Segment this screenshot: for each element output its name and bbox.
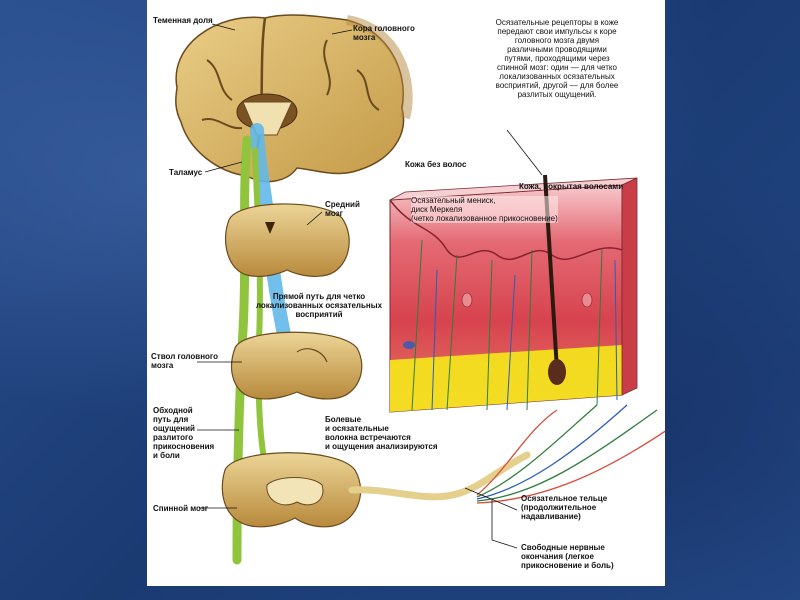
label-midbrain: Средний мозг [325, 200, 360, 218]
anatomy-illustration [175, 14, 665, 565]
intro-text: Осязательные рецепторы в коже передают с… [495, 18, 619, 99]
label-parietal-lobe: Теменная доля [153, 16, 213, 25]
label-hairy-skin: Кожа, покрытая волосами [519, 182, 624, 191]
label-free-endings: Свободные нервные окончания (легкое прик… [521, 543, 614, 570]
label-pain-fibers: Болевые и осязательные волокна встречают… [325, 415, 438, 451]
label-brainstem: Ствол головного мозга [151, 352, 219, 370]
label-thalamus: Таламус [169, 168, 203, 177]
skin-block [389, 174, 638, 413]
label-hairless-skin: Кожа без волос [405, 160, 467, 169]
label-corpuscle: Осязательное тельце (продолжительное над… [521, 494, 608, 521]
label-direct-path: Прямой путь для четко локализованных ося… [255, 292, 383, 319]
midbrain-segment [225, 203, 350, 277]
label-meniscus: Осязательный мениск, диск Меркеля (четко… [411, 196, 558, 223]
nerve-fibers [476, 404, 665, 504]
label-bypass-path: Обходной путь для ощущений разлитого при… [153, 406, 215, 460]
leader-lines [197, 23, 543, 549]
spinal-cord-segment [221, 451, 531, 528]
label-cortex: Кора головного мозга [353, 24, 415, 42]
brain-section [175, 14, 413, 183]
diagram-panel: Теменная доля Кора головного мозга Талам… [147, 0, 665, 586]
label-spinal-cord: Спинной мозг [153, 504, 209, 513]
brainstem-segment [231, 331, 363, 400]
